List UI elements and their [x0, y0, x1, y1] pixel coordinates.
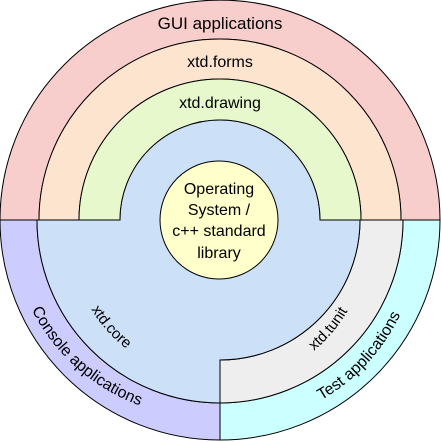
os-label-line-4: library	[197, 245, 241, 262]
os-label-line-2: System /	[188, 202, 251, 219]
os-label-line-3: c++ standard	[172, 223, 265, 240]
xtd-drawing-label: xtd.drawing	[179, 95, 261, 112]
os-label-line-1: Operating	[184, 181, 254, 198]
xtd-forms-label: xtd.forms	[187, 54, 253, 71]
gui-applications-label: GUI applications	[158, 14, 283, 33]
operating-system-circle	[159, 160, 279, 280]
